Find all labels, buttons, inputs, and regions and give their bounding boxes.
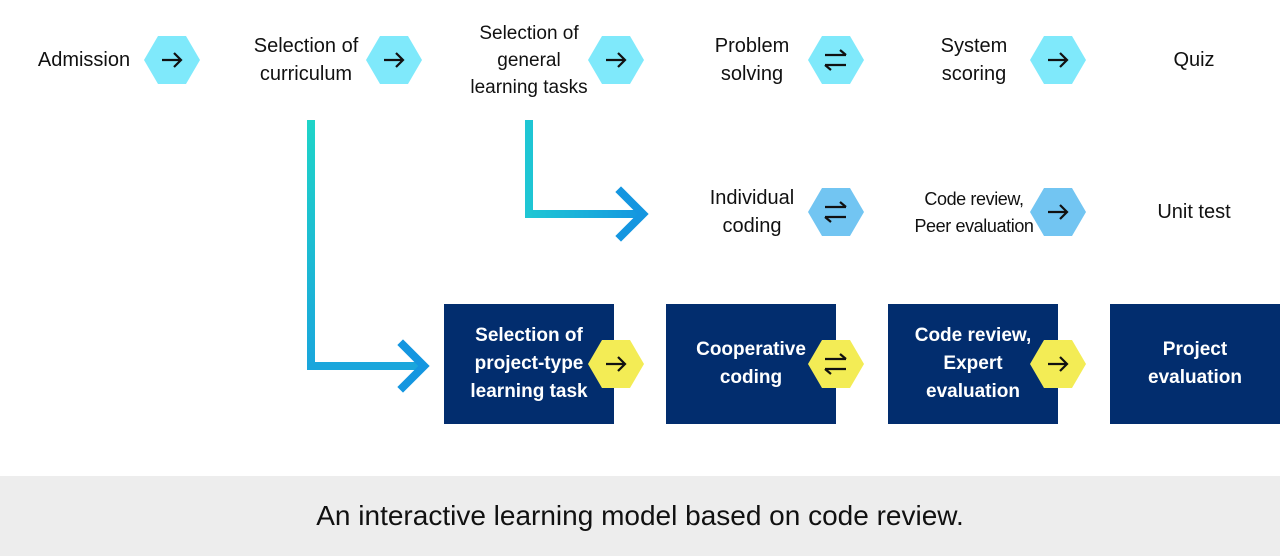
branch-to-individual-coding	[525, 120, 649, 242]
node-selection-of-curriculum: Selection of curriculum	[253, 35, 359, 85]
node-individual-coding: Individual coding	[709, 187, 795, 237]
caption-text: An interactive learning model based on c…	[316, 500, 964, 531]
node-code-review-peer-evaluation: Code review, Peer evaluation	[914, 189, 1034, 236]
right-arrow-icon	[1030, 340, 1086, 388]
branch-to-project-type-task	[307, 120, 430, 393]
box-code-review-expert-evaluation: Code review, Expert evaluation	[888, 304, 1058, 424]
node-system-scoring: System scoring	[940, 35, 1008, 85]
figure-caption: An interactive learning model based on c…	[0, 476, 1280, 556]
right-arrow-icon	[1030, 36, 1086, 84]
box-cooperative-coding: Cooperative coding	[666, 304, 836, 424]
node-quiz: Quiz	[1173, 49, 1215, 71]
right-arrow-icon	[366, 36, 422, 84]
right-arrow-icon	[1030, 188, 1086, 236]
box-project-evaluation: Project evaluation	[1110, 304, 1280, 424]
branch-connectors	[307, 120, 649, 393]
node-problem-solving: Problem solving	[714, 35, 790, 85]
node-admission: Admission	[37, 49, 131, 71]
box-selection-of-project-type-learning-task: Selection of project-type learning task	[444, 304, 614, 424]
node-unit-test: Unit test	[1157, 201, 1231, 223]
node-selection-of-general-learning-tasks: Selection of general learning tasks	[470, 22, 588, 98]
